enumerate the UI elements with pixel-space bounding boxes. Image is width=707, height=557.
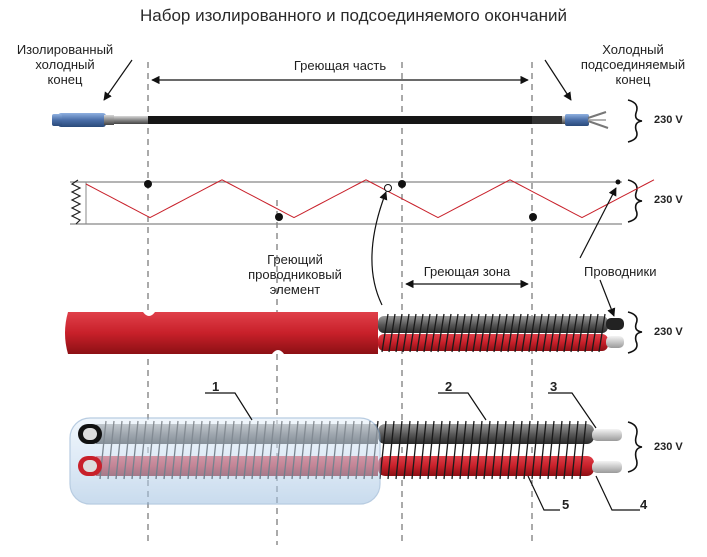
label-heating-element: Греющий проводниковый элемент [240, 252, 350, 297]
pointer-cold-connect-end [544, 59, 572, 101]
label-heating-zone: Греющая зона [423, 264, 511, 279]
voltage-label-2: 230 V [654, 194, 683, 206]
label-insulated-end-line2: холодный [35, 57, 95, 72]
label-cold-connect-end: Холодный подсоединяемый конец [570, 42, 696, 87]
callout-number-3: 3 [550, 379, 558, 394]
label-cold-connect-line1: Холодный [602, 42, 664, 57]
voltage-label-4: 230 V [654, 441, 683, 453]
cable-row-4 [69, 417, 622, 505]
label-heating-element-line2: проводниковый [248, 267, 342, 282]
label-insulated-end-line3: конец [47, 72, 83, 87]
pointer-conductors-1 [579, 187, 617, 259]
label-insulated-end-line1: Изолированный [16, 42, 114, 57]
diagram-title: Набор изолированного и подсоединяемого о… [139, 6, 568, 25]
voltage-braces [627, 99, 643, 473]
label-conductors: Проводники [584, 264, 657, 279]
schematic-row [70, 179, 655, 225]
callout-number-1: 1 [212, 379, 220, 394]
label-cold-connect-line2: подсоединяемый [580, 57, 686, 72]
pointer-heating-element [371, 191, 388, 306]
number-leaders [205, 392, 640, 511]
voltage-label-1: 230 V [654, 114, 683, 126]
pointer-insulated-end [103, 59, 133, 101]
callout-number-4: 4 [640, 497, 648, 512]
pointer-conductors-2 [599, 279, 616, 317]
label-cold-connect-line3: конец [615, 72, 651, 87]
label-heating-element-line1: Греющий [267, 252, 323, 267]
label-heating-element-line3: элемент [269, 282, 321, 297]
cable-row-1 [52, 111, 609, 129]
callout-number-2: 2 [445, 379, 453, 394]
callout-number-5: 5 [562, 497, 570, 512]
cable-row-3 [65, 312, 624, 354]
voltage-label-3: 230 V [654, 326, 683, 338]
label-insulated-end: Изолированный холодный конец [6, 42, 124, 87]
label-heating-part: Греющая часть [293, 58, 387, 73]
